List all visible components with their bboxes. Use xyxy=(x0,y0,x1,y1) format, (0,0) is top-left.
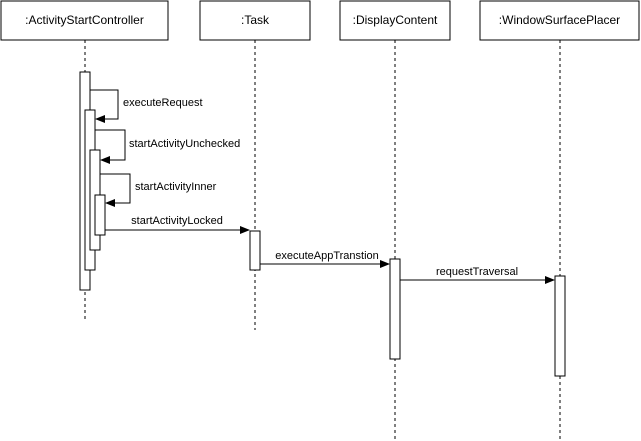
message-label: startActivityUnchecked xyxy=(129,138,240,150)
activation-bar-task xyxy=(249,230,261,271)
activation-bar-display-content xyxy=(389,258,401,360)
participant-display-content: :DisplayContent xyxy=(339,0,451,41)
message-execute-request: executeRequest xyxy=(90,89,203,123)
message-request-traversal: requestTraversal xyxy=(400,266,555,284)
self-message-arrow xyxy=(90,89,119,123)
self-message-arrow xyxy=(100,173,131,207)
activation-bar-window-surface-placer xyxy=(554,275,566,377)
participant-label: :DisplayContent xyxy=(353,13,438,27)
activation-bar-controller-level-4 xyxy=(94,194,106,236)
participant-task: :Task xyxy=(199,0,311,41)
message-label: executeAppTranstion xyxy=(275,250,379,262)
message-label: startActivityLocked xyxy=(131,215,223,227)
participant-label: :ActivityStartController xyxy=(25,13,144,27)
message-label: startActivityInner xyxy=(135,181,217,193)
participant-label: :WindowSurfacePlacer xyxy=(499,13,620,27)
participant-label: :Task xyxy=(241,13,270,27)
message-start-activity-unchecked: startActivityUnchecked xyxy=(95,129,240,164)
self-message-arrow xyxy=(95,129,126,164)
message-label: executeRequest xyxy=(123,97,203,109)
message-execute-app-transtion: executeAppTranstion xyxy=(260,250,390,268)
message-start-activity-locked: startActivityLocked xyxy=(105,215,250,234)
message-start-activity-inner: startActivityInner xyxy=(100,173,217,207)
participant-window-surface-placer: :WindowSurfacePlacer xyxy=(479,0,640,41)
participant-activity-start-controller: :ActivityStartController xyxy=(0,0,169,41)
message-label: requestTraversal xyxy=(436,266,518,278)
